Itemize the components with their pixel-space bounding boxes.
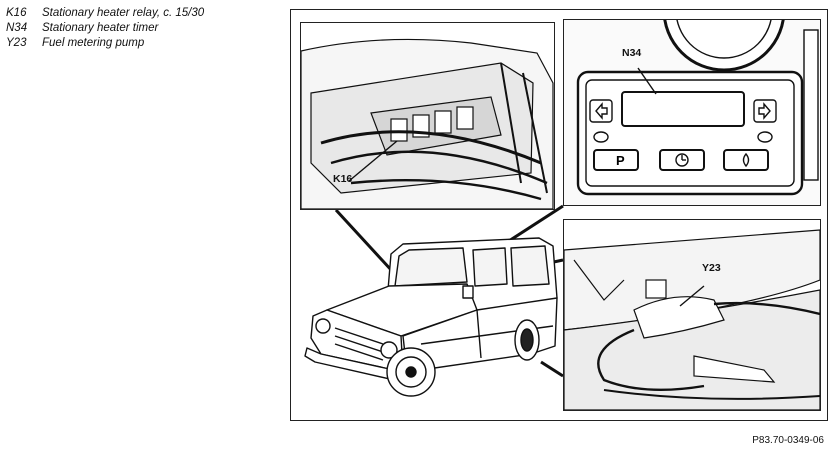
callout-n34: N34 <box>622 47 642 59</box>
vehicle-illustration <box>304 204 564 397</box>
legend-code: Y23 <box>6 37 27 49</box>
inset-k16-relay <box>300 22 555 210</box>
vehicle-wheels <box>386 319 540 397</box>
callout-y23: Y23 <box>702 262 721 274</box>
fuel-pump-illustration <box>564 229 820 410</box>
engine-bay-illustration <box>301 38 554 209</box>
legend: K16 Stationary heater relay, c. 15/30 N3… <box>6 6 204 51</box>
legend-code: K16 <box>6 7 27 19</box>
legend-item-k16: K16 Stationary heater relay, c. 15/30 <box>6 6 204 21</box>
legend-desc: Stationary heater timer <box>42 22 159 34</box>
legend-desc: Fuel metering pump <box>42 37 145 49</box>
figure-frame: K16 <box>290 9 828 421</box>
p-button-label: P <box>616 153 625 168</box>
timer-panel-illustration: P <box>564 20 820 205</box>
figure-reference: P83.70-0349-06 <box>752 435 824 446</box>
legend-item-y23: Y23 Fuel metering pump <box>6 36 204 51</box>
legend-item-n34: N34 Stationary heater timer <box>6 21 204 36</box>
callout-k16: K16 <box>333 173 353 185</box>
legend-code: N34 <box>6 22 28 34</box>
inset-y23-pump <box>563 219 821 411</box>
inset-n34-timer: P <box>563 19 821 206</box>
legend-desc: Stationary heater relay, c. 15/30 <box>42 7 205 19</box>
